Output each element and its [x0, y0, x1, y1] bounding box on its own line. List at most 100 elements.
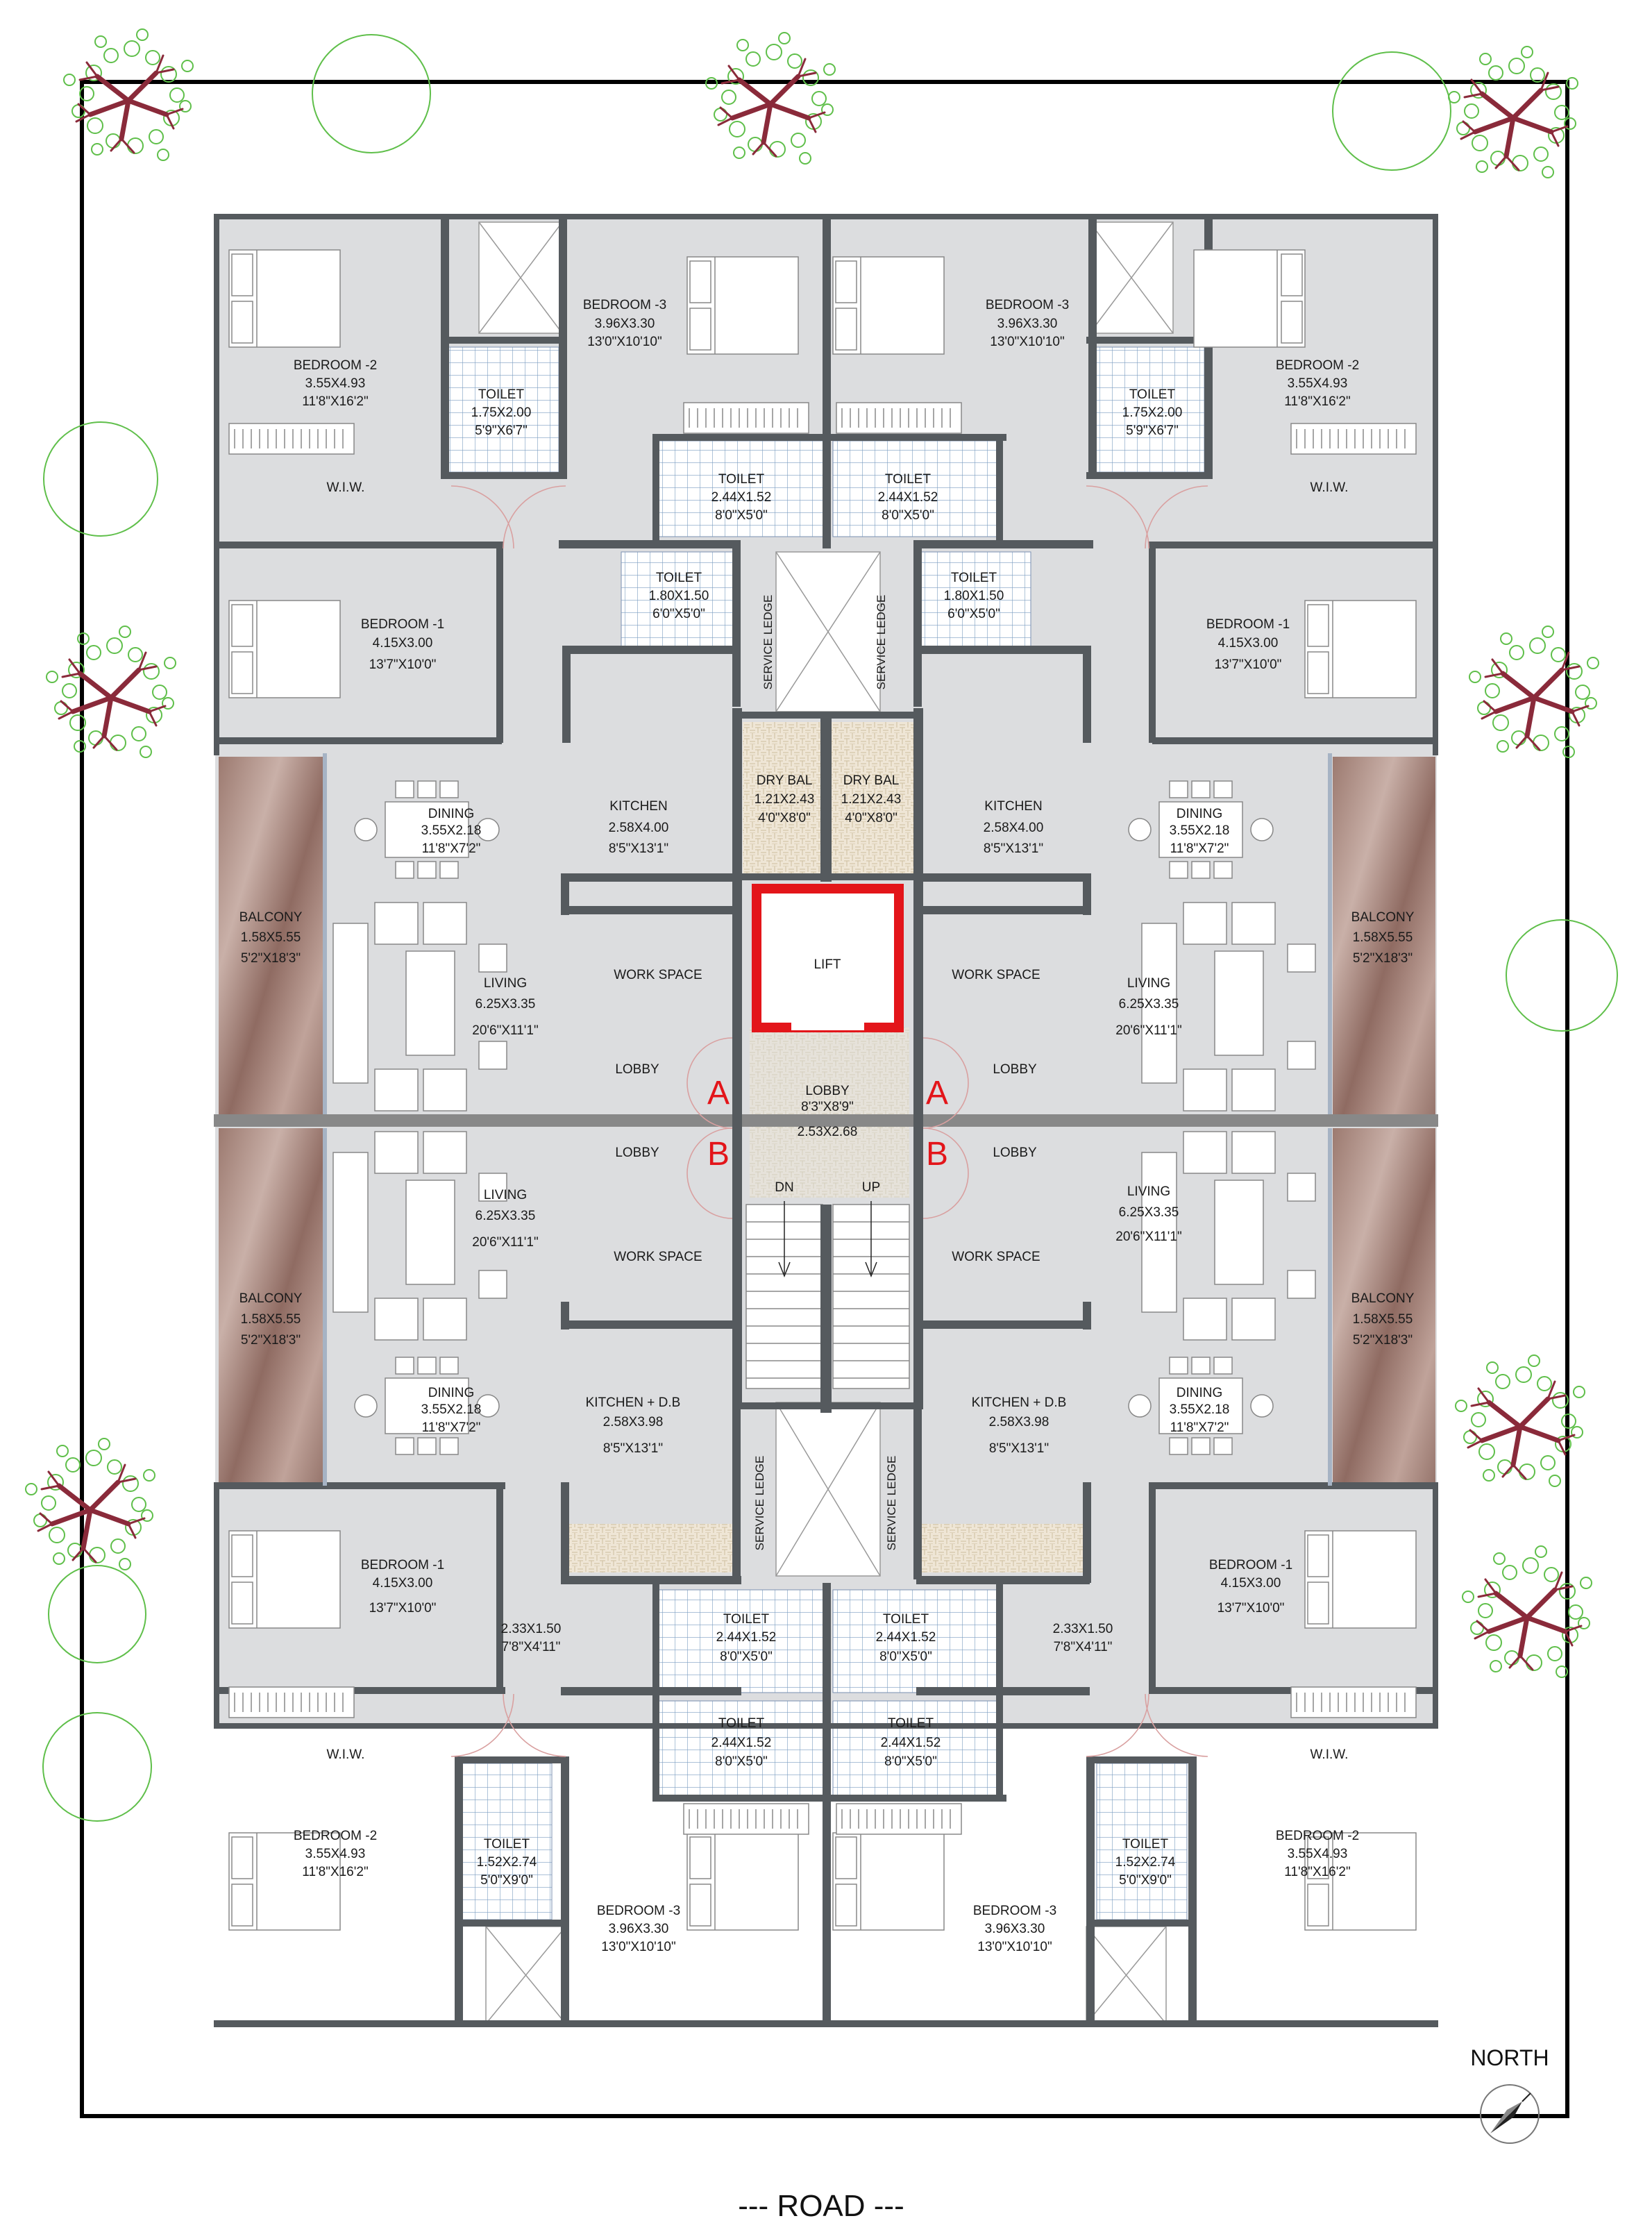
lower-passage-right: 2.33X1.50 7'8"X4'11" [1053, 1622, 1113, 1654]
lower-bedroom-3-right: BEDROOM -3 3.96X3.30 13'0"X10'10" [973, 1904, 1056, 1954]
svg-text:3.55X4.93: 3.55X4.93 [1288, 376, 1348, 391]
svg-text:11'8"X16'2": 11'8"X16'2" [302, 394, 368, 409]
svg-text:8'5"X13'1": 8'5"X13'1" [609, 841, 668, 856]
svg-text:5'9"X6'7": 5'9"X6'7" [1126, 423, 1179, 438]
svg-text:BEDROOM -1: BEDROOM -1 [361, 1558, 444, 1572]
dry-bal-left [743, 722, 826, 875]
svg-text:1.75X2.00: 1.75X2.00 [471, 405, 532, 420]
lower-work-space-right: WORK SPACE [952, 1250, 1040, 1264]
balcony-top-left [219, 757, 323, 1114]
svg-text:TOILET: TOILET [478, 387, 525, 402]
lower-toilet-mid-left-upper: TOILET 2.44X1.52 8'0"X5'0" [716, 1612, 777, 1664]
svg-text:13'7"X10'0": 13'7"X10'0" [1217, 1601, 1285, 1616]
tree-outlines [42, 34, 1618, 1822]
lower-toilet-small-right: TOILET 1.52X2.74 5'0"X9'0" [1115, 1837, 1176, 1888]
svg-text:8'0"X5'0": 8'0"X5'0" [879, 1650, 932, 1664]
service-ledge-label: SERVICE LEDGE [885, 1456, 898, 1551]
svg-text:5'2"X18'3": 5'2"X18'3" [241, 951, 301, 966]
svg-text:LOBBY: LOBBY [805, 1084, 850, 1098]
svg-text:11'8"X16'2": 11'8"X16'2" [1284, 394, 1350, 409]
upper-dining-right: DINING 3.55X2.18 11'8"X7'2" [1170, 807, 1230, 856]
svg-text:4.15X3.00: 4.15X3.00 [373, 1576, 433, 1591]
svg-text:DRY BAL: DRY BAL [843, 773, 900, 788]
svg-text:LIVING: LIVING [1127, 976, 1170, 991]
svg-text:3.96X3.30: 3.96X3.30 [595, 317, 655, 331]
svg-text:13'0"X10'10": 13'0"X10'10" [601, 1940, 675, 1954]
svg-text:4.15X3.00: 4.15X3.00 [373, 636, 433, 651]
stair-up-label: UP [862, 1180, 880, 1195]
upper-bedroom-1-left: BEDROOM -1 4.15X3.00 13'7"X10'0" [361, 617, 444, 672]
svg-text:BEDROOM -1: BEDROOM -1 [1206, 617, 1290, 632]
lower-kitchen-right: KITCHEN + D.B 2.58X3.98 8'5"X13'1" [972, 1395, 1067, 1456]
lower-dining-left: DINING 3.55X2.18 11'8"X7'2" [421, 1386, 482, 1435]
svg-text:1.58X5.55: 1.58X5.55 [241, 1312, 301, 1327]
svg-text:11'8"X7'2": 11'8"X7'2" [1170, 841, 1229, 856]
staircase [745, 1201, 910, 1389]
upper-bedroom-3-right: BEDROOM -3 3.96X3.30 13'0"X10'10" [986, 298, 1069, 349]
svg-text:20'6"X11'1": 20'6"X11'1" [1115, 1230, 1181, 1244]
svg-text:3.96X3.30: 3.96X3.30 [609, 1922, 669, 1936]
svg-text:TOILET: TOILET [718, 1716, 765, 1731]
service-ledge-label: SERVICE LEDGE [875, 595, 888, 690]
svg-text:5'0"X9'0": 5'0"X9'0" [1119, 1873, 1172, 1888]
svg-text:3.55X2.18: 3.55X2.18 [1170, 1402, 1230, 1417]
svg-text:8'0"X5'0": 8'0"X5'0" [884, 1754, 937, 1769]
lower-lobby-left: LOBBY [615, 1146, 659, 1160]
svg-text:DINING: DINING [1177, 807, 1223, 821]
lift-door [791, 1019, 864, 1030]
svg-text:BEDROOM -1: BEDROOM -1 [361, 617, 444, 632]
svg-text:KITCHEN + D.B: KITCHEN + D.B [972, 1395, 1067, 1410]
svg-text:20'6"X11'1": 20'6"X11'1" [472, 1235, 538, 1250]
lower-bedroom-1-right: BEDROOM -1 4.15X3.00 13'7"X10'0" [1209, 1558, 1292, 1616]
svg-text:13'0"X10'10": 13'0"X10'10" [587, 335, 661, 349]
svg-text:1.58X5.55: 1.58X5.55 [1353, 1312, 1413, 1327]
upper-work-space-right: WORK SPACE [952, 968, 1040, 982]
svg-text:5'2"X18'3": 5'2"X18'3" [1353, 1333, 1413, 1348]
svg-text:TOILET: TOILET [888, 1716, 934, 1731]
lower-living-left: LIVING 6.25X3.35 20'6"X11'1" [472, 1188, 538, 1250]
svg-text:20'6"X11'1": 20'6"X11'1" [1115, 1023, 1181, 1038]
section-mark-a: A [707, 1075, 730, 1112]
svg-text:KITCHEN: KITCHEN [609, 799, 667, 814]
upper-bedroom-3-left: BEDROOM -3 3.96X3.30 13'0"X10'10" [583, 298, 666, 349]
core-lobby-label: LOBBY 8'3"X8'9" 2.53X2.68 [798, 1084, 858, 1139]
svg-text:BEDROOM -3: BEDROOM -3 [597, 1904, 680, 1918]
upper-living-right: LIVING 6.25X3.35 20'6"X11'1" [1115, 976, 1181, 1038]
svg-text:2.33X1.50: 2.33X1.50 [501, 1622, 562, 1636]
upper-work-space-left: WORK SPACE [614, 968, 702, 982]
svg-text:LIVING: LIVING [1127, 1184, 1170, 1199]
svg-text:2.44X1.52: 2.44X1.52 [711, 490, 772, 505]
upper-toilet-small-right: TOILET 1.75X2.00 5'9"X6'7" [1122, 387, 1183, 438]
upper-toilet-mid-left: TOILET 2.44X1.52 8'0"X5'0" [711, 472, 772, 523]
upper-living-left: LIVING 6.25X3.35 20'6"X11'1" [472, 976, 538, 1038]
svg-text:8'5"X13'1": 8'5"X13'1" [603, 1441, 663, 1456]
svg-text:1.52X2.74: 1.52X2.74 [477, 1855, 537, 1870]
svg-text:BEDROOM -3: BEDROOM -3 [986, 298, 1069, 312]
svg-text:8'0"X5'0": 8'0"X5'0" [882, 508, 934, 523]
svg-text:1.21X2.43: 1.21X2.43 [755, 792, 815, 807]
svg-text:11'8"X7'2": 11'8"X7'2" [1170, 1420, 1229, 1435]
svg-text:8'0"X5'0": 8'0"X5'0" [715, 508, 768, 523]
svg-text:8'0"X5'0": 8'0"X5'0" [720, 1650, 773, 1664]
svg-text:DINING: DINING [1177, 1386, 1223, 1400]
svg-text:TOILET: TOILET [1129, 387, 1176, 402]
section-mark-a: A [926, 1075, 948, 1112]
north-arrow-icon [1480, 2084, 1540, 2144]
svg-text:2.44X1.52: 2.44X1.52 [878, 490, 938, 505]
upper-kitchen-left: KITCHEN 2.58X4.00 8'5"X13'1" [609, 799, 669, 856]
svg-text:8'0"X5'0": 8'0"X5'0" [715, 1754, 768, 1769]
lower-living-right: LIVING 6.25X3.35 20'6"X11'1" [1115, 1184, 1181, 1244]
svg-text:6.25X3.35: 6.25X3.35 [475, 997, 536, 1012]
upper-toilet-inner-left: TOILET 1.80X1.50 6'0"X5'0" [649, 571, 709, 621]
lower-toilet-small-left: TOILET 1.52X2.74 5'0"X9'0" [477, 1837, 537, 1888]
svg-text:6.25X3.35: 6.25X3.35 [1119, 1205, 1179, 1220]
lower-toilet-mid-right-upper: TOILET 2.44X1.52 8'0"X5'0" [876, 1612, 936, 1664]
upper-balcony-left: BALCONY 1.58X5.55 5'2"X18'3" [239, 910, 303, 966]
svg-text:2.53X2.68: 2.53X2.68 [798, 1125, 858, 1139]
svg-text:8'5"X13'1": 8'5"X13'1" [989, 1441, 1049, 1456]
svg-text:13'7"X10'0": 13'7"X10'0" [369, 1601, 437, 1616]
core-lobby-floor [750, 1027, 909, 1198]
svg-text:6'0"X5'0": 6'0"X5'0" [652, 607, 705, 621]
svg-text:6.25X3.35: 6.25X3.35 [1119, 997, 1179, 1012]
